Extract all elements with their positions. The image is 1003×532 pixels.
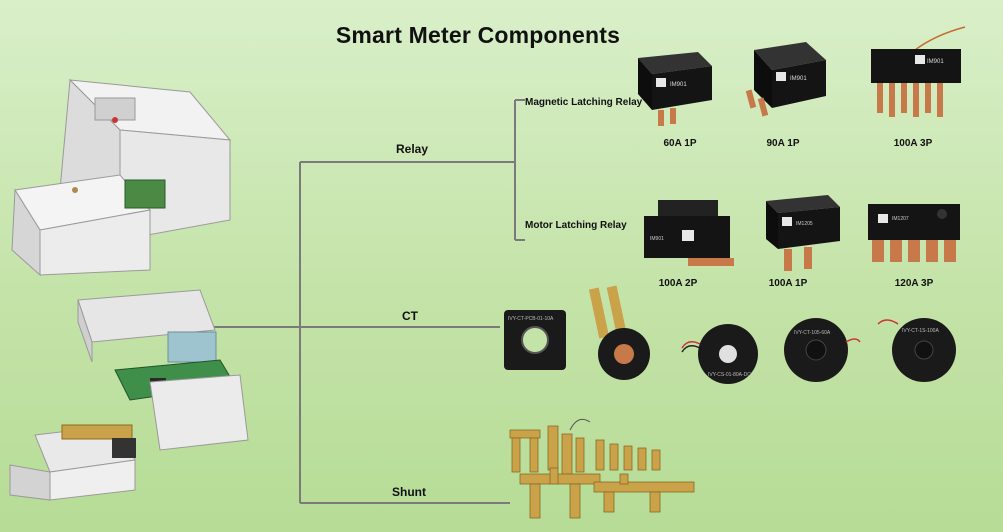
svg-text:IVY-CT-PCB-01-10A: IVY-CT-PCB-01-10A (508, 316, 554, 322)
svg-text:IM901: IM901 (650, 236, 664, 242)
relay-mot-100a-2p: IM901 (644, 200, 734, 266)
shunt-assortment (509, 418, 661, 519)
relay-type-motor: Motor Latching Relay (525, 220, 627, 231)
relay-mot-100a-1p: IM1205 (766, 195, 840, 271)
meter-top-assembly (11, 78, 232, 277)
ct-100a: IVY-CT-1S-100A (877, 318, 956, 382)
svg-text:IM901: IM901 (670, 82, 687, 88)
svg-text:IM1207: IM1207 (892, 216, 909, 222)
rating-mot-2: 100A 1P (768, 278, 808, 289)
smart-meter-exploded-view (9, 78, 249, 501)
ct-busbar-brass (588, 285, 650, 380)
branch-label-relay: Relay (396, 142, 429, 156)
shunt-bar (593, 473, 695, 513)
branch-label-shunt: Shunt (392, 485, 426, 499)
svg-text:IM1205: IM1205 (796, 221, 813, 227)
ct-80a-dc: IVY-CS-01-80A-DC (681, 324, 758, 384)
rating-mag-2: 90A 1P (766, 138, 800, 149)
rating-mag-3: 100A 3P (893, 138, 933, 149)
rating-mag-1: 60A 1P (663, 138, 697, 149)
diagram-title: Smart Meter Components (335, 22, 621, 48)
relay-mot-120a-3p: IM1207 (868, 204, 960, 262)
rating-mot-1: 100A 2P (658, 278, 698, 289)
meter-exploded-parts (9, 289, 249, 501)
relay-mag-90a-1p: IM901 (745, 42, 826, 117)
svg-text:IM901: IM901 (927, 59, 944, 65)
svg-text:IM901: IM901 (790, 76, 807, 82)
svg-text:IVY-CS-01-80A-DC: IVY-CS-01-80A-DC (708, 372, 751, 378)
ct-pcb-10a: IVY-CT-PCB-01-10A (504, 310, 566, 370)
relay-mag-100a-3p: IM901 (871, 26, 966, 117)
branch-label-ct: CT (402, 309, 418, 323)
ct-60a: IVY-CT-105-60A (784, 318, 861, 382)
rating-mot-3: 120A 3P (894, 278, 934, 289)
svg-text:IVY-CT-1S-100A: IVY-CT-1S-100A (902, 328, 939, 334)
relay-mag-60a-1p: IM901 (638, 52, 712, 126)
svg-text:IVY-CT-105-60A: IVY-CT-105-60A (794, 330, 831, 336)
relay-type-magnetic: Magnetic Latching Relay (525, 97, 643, 108)
